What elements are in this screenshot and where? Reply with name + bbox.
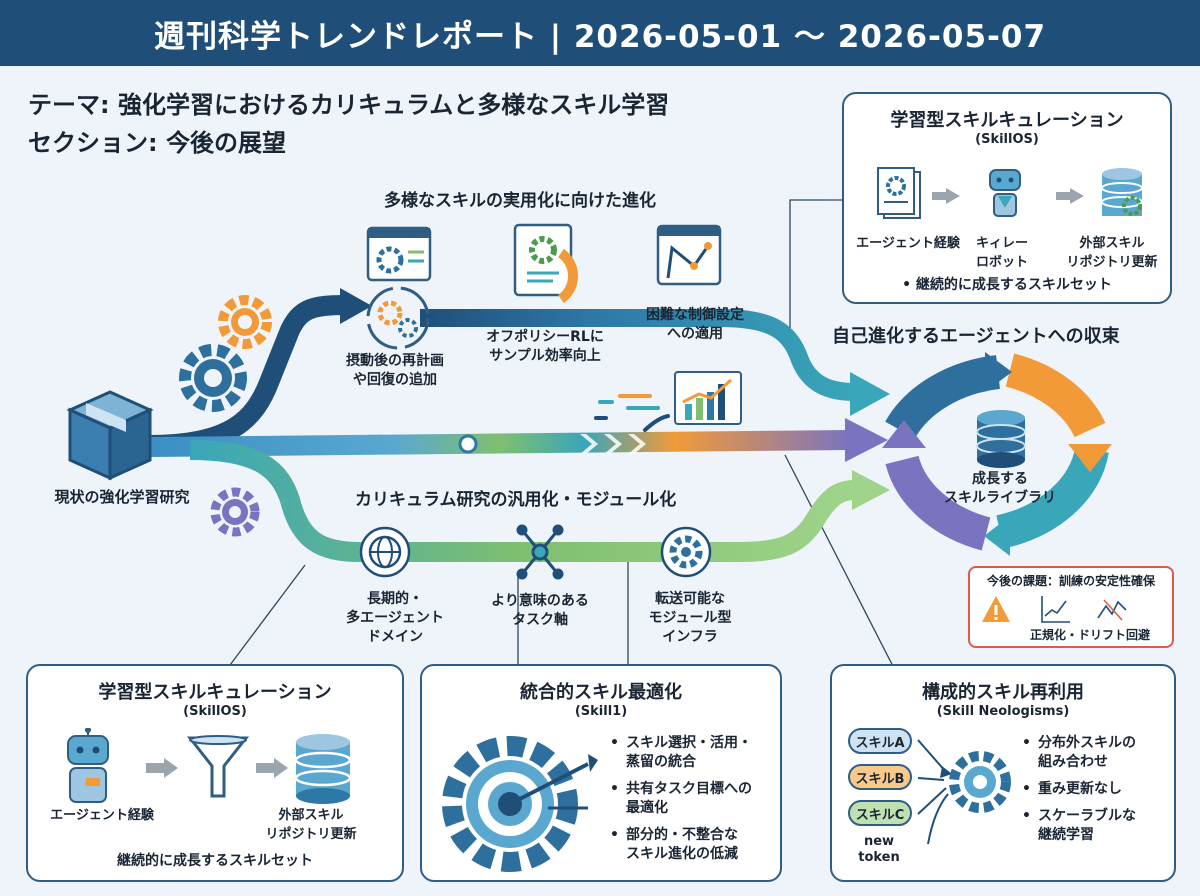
skill-b-pill: スキルB (848, 764, 912, 790)
documents-icon (877, 167, 921, 219)
card-title: 学習型スキルキュレーション (890, 110, 1124, 131)
card-footer: 継続的に成長するスキルセット (117, 853, 313, 869)
gear-icon-blue (179, 344, 247, 412)
bottom-branch-title: カリキュラム研究の汎用化・モジュール化 (355, 490, 677, 510)
report-title: 週刊科学トレンドレポート | 2026-05-01 〜 2026-05-07 (153, 18, 1047, 55)
library-label: 成長する スキルライブラリ (944, 471, 1056, 506)
theme-line: テーマ: 強化学習におけるカリキュラムと多様なスキル学習 (28, 91, 670, 119)
card-item-3: 外部スキル リポジトリ更新 (1066, 236, 1158, 270)
mid-branch-node (458, 434, 478, 454)
convergence-title: 自己進化するエージェントへの収束 (832, 326, 1120, 347)
task-axis-icon (516, 524, 564, 580)
document-gear-icon (513, 223, 578, 304)
bullet-item: 重み更新なし (1022, 780, 1174, 799)
card-skillos-top: 学習型スキルキュレーション (SkillOS) エージェント経験 キィレー ロボ (842, 92, 1172, 304)
card-title: 統合的スキル最適化 (520, 682, 682, 703)
cycle-arrow-2 (1068, 444, 1112, 472)
card-title: 構成的スキル再利用 (922, 682, 1084, 703)
origin-label: 現状の強化学習研究 (54, 488, 190, 506)
card-title: 学習型スキルキュレーション (98, 682, 332, 703)
arrow-icon (1070, 188, 1084, 204)
challenge-box: 今後の課題：訓練の安定性確保 正規化・ドリフト回避 (968, 566, 1174, 648)
warning-icon (982, 596, 1010, 622)
bottom-branch-arrow (852, 470, 890, 510)
dashboard-gear-icon (366, 226, 432, 282)
top-branch-arrow-2 (850, 372, 890, 416)
challenge-icons (982, 596, 1127, 623)
card-subtitle: (SkillOS) (183, 704, 247, 719)
new-token-label: new token (858, 834, 900, 865)
top-step-3-label: 困難な制御設定 への適用 (646, 307, 744, 342)
mid-chevrons (580, 434, 646, 454)
bottom-step-3-label: 転送可能な モジュール型 インフラ (648, 591, 732, 645)
challenge-title: 今後の課題：訓練の安定性確保 (986, 574, 1155, 588)
bullet-item: 分布外スキルの 組み合わせ (1022, 734, 1174, 772)
card-skillos-bottom: 学習型スキルキュレーション (SkillOS) エージェント経験 外部スキル リ (26, 664, 404, 882)
cycle-arrow-3 (984, 516, 1010, 556)
robot-icon (989, 169, 1021, 217)
cycle-arrow-4 (882, 420, 926, 448)
card-subtitle: (SkillOS) (975, 132, 1039, 147)
card-top-icons (877, 167, 1143, 219)
globe-icon (359, 526, 411, 578)
card-subtitle: (Skill Neologisms) (936, 704, 1070, 719)
arrow-icon (274, 758, 288, 778)
package-icon (66, 390, 154, 481)
bullet-item: スキル選択・活用・ 蒸留の統合 (610, 734, 780, 772)
bullet-item: 部分的・不整合な スキル進化の低減 (610, 826, 780, 864)
compose-gear-icon (917, 739, 1011, 845)
bottom-step-1-label: 長期的・ 多エージェント ドメイン (346, 591, 444, 645)
growth-chart-icon (674, 371, 742, 425)
top-step-1-label: 摂動後の再計画 や回復の追加 (346, 353, 444, 388)
database-icon (976, 410, 1026, 468)
skill-a-pill: スキルA (848, 728, 912, 754)
card-item-2: キィレー ロボット (975, 236, 1028, 270)
top-branch-rail (420, 309, 856, 401)
theme-block: テーマ: 強化学習におけるカリキュラムと多様なスキル学習 セクション: 今後の展… (28, 86, 669, 162)
challenge-caption: 正規化・ドリフト回避 (1029, 628, 1150, 642)
top-branch-arrow-1 (340, 288, 372, 324)
target-gear-icon (442, 736, 598, 872)
funnel-icon (186, 735, 250, 798)
gear-icon-purple (210, 487, 260, 537)
report-header: 週刊科学トレンドレポート | 2026-05-01 〜 2026-05-07 (0, 0, 1200, 66)
mid-branch-arrow (845, 418, 888, 462)
drift-chart-icon (1097, 599, 1127, 621)
robot-arm-icon (656, 224, 722, 286)
card-item-2: 外部スキル リポジトリ更新 (265, 808, 357, 842)
robot-icon (67, 728, 109, 803)
stability-chart-icon (1041, 596, 1070, 623)
bullet-item: 共有タスク目標への 最適化 (610, 780, 780, 818)
connector-lines (229, 199, 901, 681)
database-icon (294, 734, 352, 804)
card-skill1: 統合的スキル最適化 (Skill1) スキル選択・活用・ 蒸留の統合 共有タスク… (420, 664, 782, 882)
arrow-icon (164, 758, 178, 778)
module-gear-icon (660, 526, 712, 578)
mid-branch-path (149, 430, 851, 457)
card-footer: • 継続的に成長するスキルセット (902, 277, 1112, 293)
gear-icon-orange (218, 295, 272, 349)
bottom-step-2-label: より意味のある タスク軸 (491, 593, 589, 628)
card-bl-icons (67, 728, 352, 804)
top-branch-title: 多様なスキルの実用化に向けた進化 (384, 191, 656, 211)
bottom-branch-path (189, 440, 856, 562)
card-skill-neologisms: 構成的スキル再利用 (Skill Neologisms) スキルA スキルB ス… (830, 664, 1176, 882)
database-icon (1101, 168, 1143, 216)
recovery-cycle-icon (366, 286, 430, 350)
skill1-bullets: スキル選択・活用・ 蒸留の統合 共有タスク目標への 最適化 部分的・不整合な ス… (610, 734, 780, 872)
section-line: セクション: 今後の展望 (28, 129, 286, 157)
neologism-bullets: 分布外スキルの 組み合わせ 重み更新なし スケーラブルな 継続学習 (1022, 734, 1174, 853)
bullet-item: スケーラブルな 継続学習 (1022, 807, 1174, 845)
card-item-1: エージェント経験 (856, 236, 960, 251)
arrow-icon (946, 188, 960, 204)
top-step-2-label: オフポリシーRLに サンプル効率向上 (486, 329, 604, 364)
card-item-1: エージェント経験 (50, 808, 154, 823)
speed-dashes (594, 394, 670, 432)
skill-c-pill: スキルC (848, 800, 912, 826)
card-subtitle: (Skill1) (574, 704, 628, 719)
cycle-arrow-1 (985, 352, 1012, 392)
